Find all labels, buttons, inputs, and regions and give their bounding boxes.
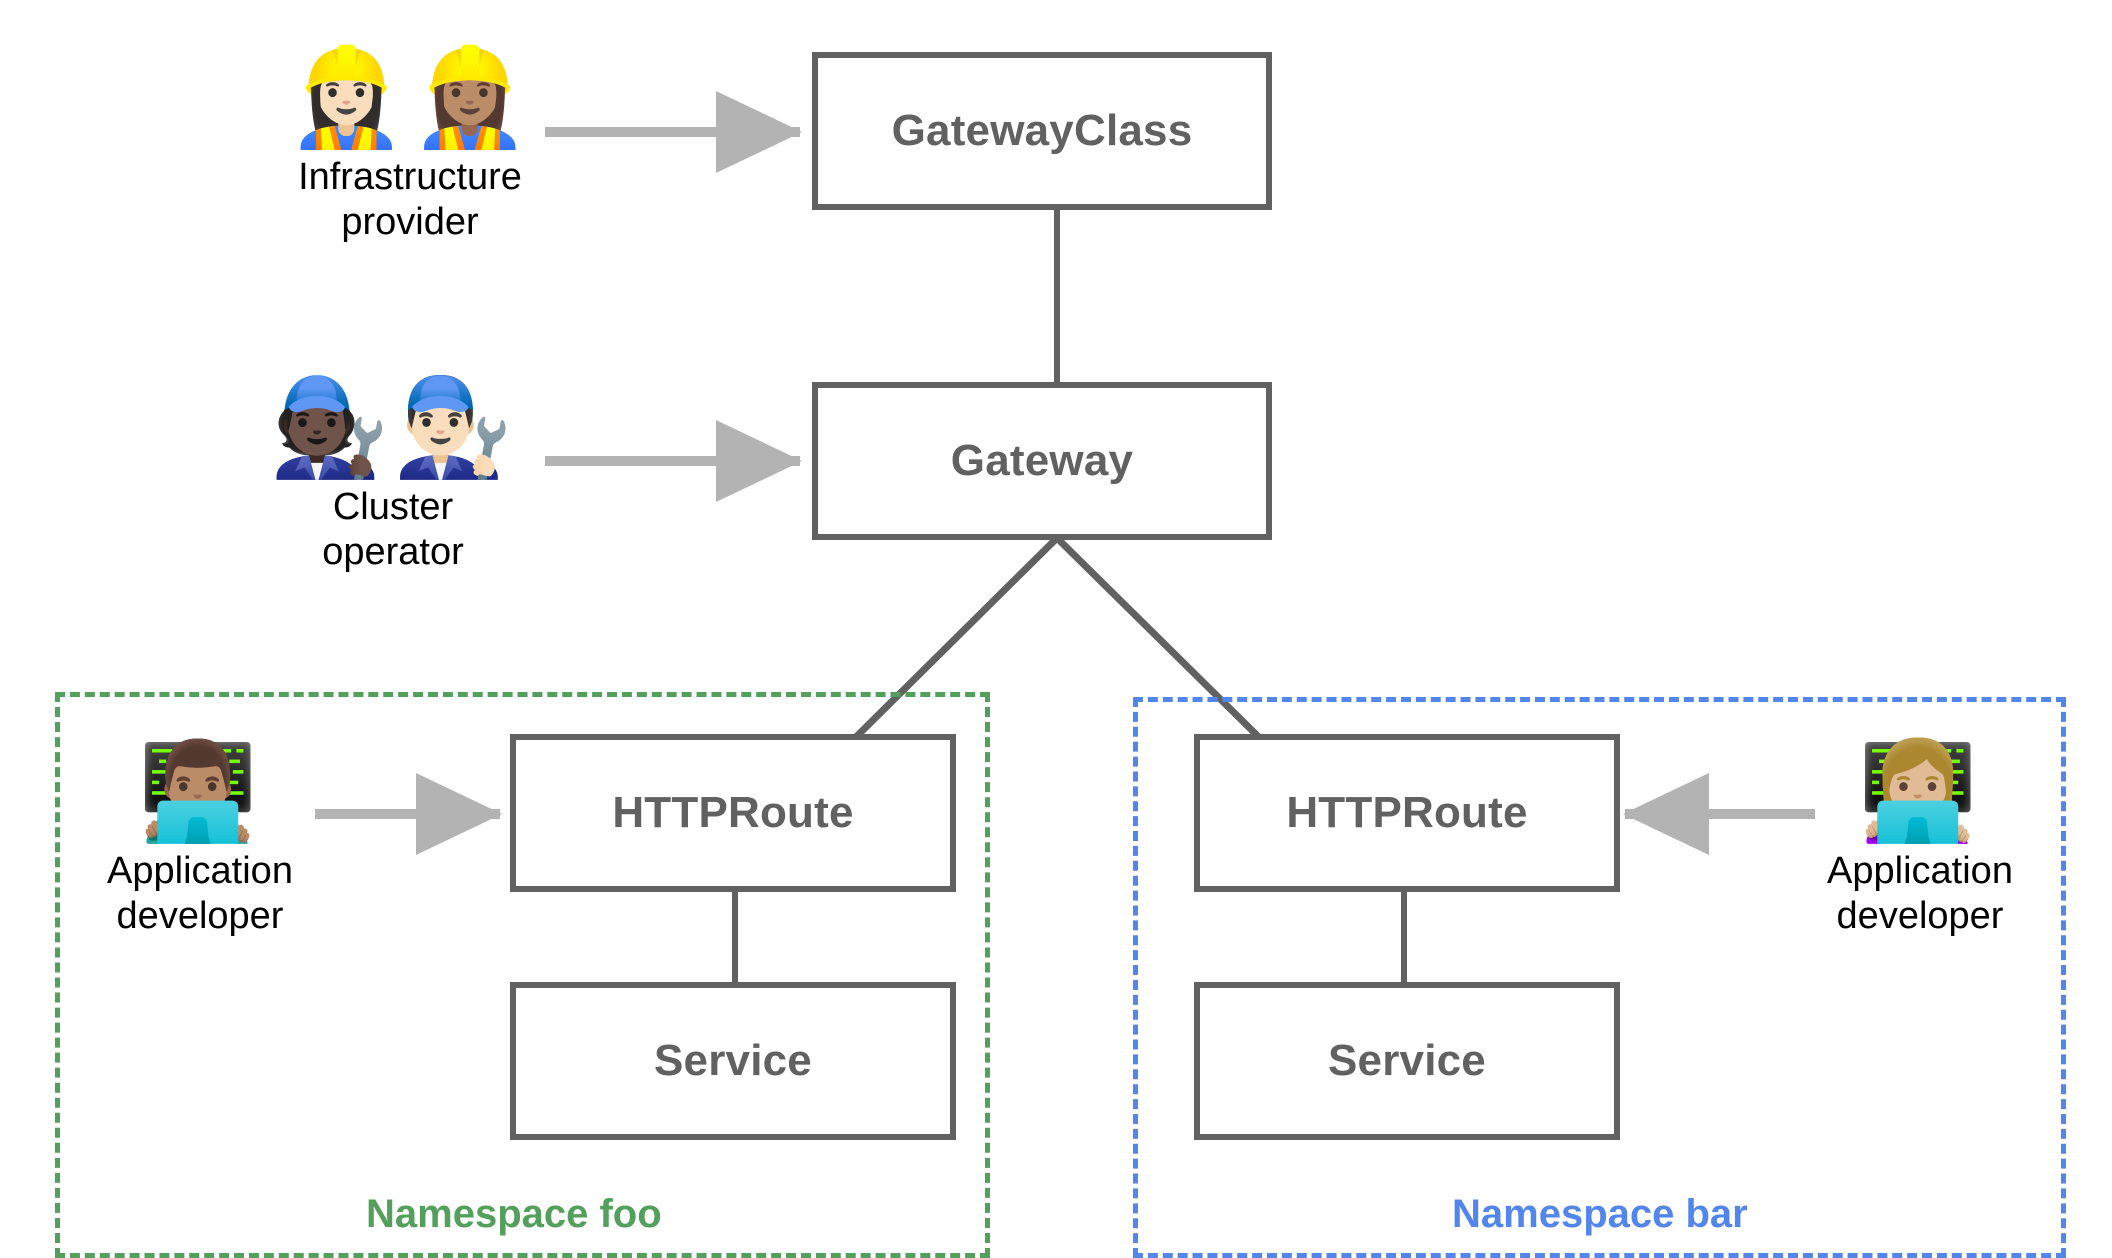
persona-cluster-operator-caption: Cluster operator — [322, 485, 464, 573]
namespace-bar-label: Namespace bar — [1452, 1192, 1748, 1236]
persona-infrastructure-provider: 👷🏻‍♀️👷🏽‍♀️ Infrastructure provider — [260, 44, 560, 244]
node-service-bar-label: Service — [1328, 1036, 1486, 1085]
node-gateway[interactable]: Gateway — [812, 382, 1272, 540]
node-httproute-bar[interactable]: HTTPRoute — [1194, 734, 1620, 892]
persona-application-developer-foo-caption: Application developer — [107, 849, 293, 937]
namespace-foo-label: Namespace foo — [366, 1192, 662, 1236]
persona-application-developer-bar-caption: Application developer — [1827, 849, 2013, 937]
node-httproute-bar-label: HTTPRoute — [1286, 788, 1528, 837]
node-service-bar[interactable]: Service — [1194, 982, 1620, 1140]
man-technologist-icon: 👨🏽‍💻 — [138, 738, 262, 845]
namespace-foo-container — [55, 692, 990, 1258]
persona-cluster-operator: 🧑🏿‍🔧👨🏻‍🔧 Cluster operator — [243, 374, 543, 574]
persona-infrastructure-provider-caption: Infrastructure provider — [298, 155, 522, 243]
namespace-bar-container — [1133, 697, 2066, 1258]
persona-application-developer-foo: 👨🏽‍💻 Application developer — [80, 738, 320, 938]
node-httproute-foo-label: HTTPRoute — [612, 788, 854, 837]
node-service-foo[interactable]: Service — [510, 982, 956, 1140]
node-service-foo-label: Service — [654, 1036, 812, 1085]
node-gatewayclass[interactable]: GatewayClass — [812, 52, 1272, 210]
mechanic-pair-icon: 🧑🏿‍🔧👨🏻‍🔧 — [269, 374, 517, 481]
node-gateway-label: Gateway — [950, 436, 1134, 485]
persona-application-developer-bar: 👩🏼‍💻 Application developer — [1800, 738, 2040, 938]
woman-technologist-icon: 👩🏼‍💻 — [1858, 738, 1982, 845]
node-gatewayclass-label: GatewayClass — [891, 106, 1193, 155]
woman-construction-worker-pair-icon: 👷🏻‍♀️👷🏽‍♀️ — [286, 44, 534, 151]
node-httproute-foo[interactable]: HTTPRoute — [510, 734, 956, 892]
